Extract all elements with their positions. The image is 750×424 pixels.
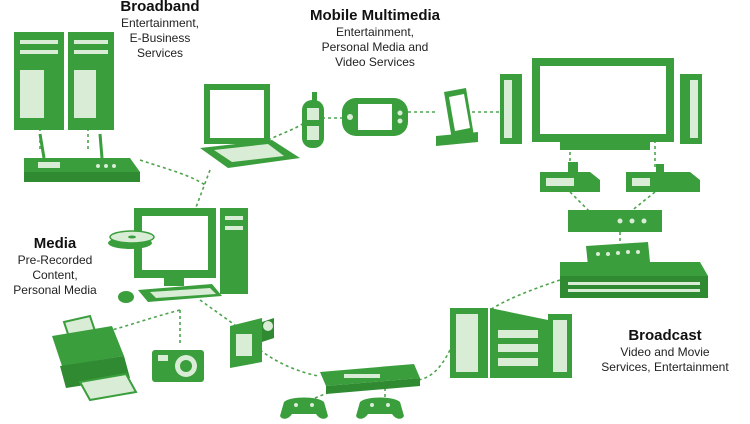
camcorder-icon	[230, 318, 274, 368]
broadband-subtitle: Entertainment, E-Business Services	[120, 16, 200, 60]
printer-icon	[52, 314, 138, 402]
cell-phone-icon	[302, 92, 324, 148]
link-avreceiver-speakers	[489, 279, 561, 311]
link-laptop-phone	[267, 121, 306, 141]
mobile-multimedia-title: Mobile Multimedia	[309, 7, 440, 24]
link-laptop-desktop	[194, 169, 211, 211]
optical-disc-icon	[108, 230, 155, 249]
dvr-icon	[626, 164, 700, 192]
broadcast-label: Broadcast Video and Movie Services, Ente…	[575, 328, 750, 375]
mobile-multimedia-label: Mobile Multimedia Entertainment, Persona…	[290, 8, 460, 70]
link-servers-router	[39, 128, 89, 150]
link-dvd-controllers	[309, 387, 386, 401]
link-settop-dvr	[569, 191, 656, 213]
flat-tv-icon	[500, 58, 702, 150]
media-receiver-icon	[568, 210, 662, 232]
dvd-player-icon	[320, 364, 420, 394]
handheld-console-icon	[342, 98, 408, 136]
laptop-icon	[200, 84, 300, 168]
av-receiver-icon	[560, 262, 708, 298]
mobile-multimedia-subtitle: Entertainment, Personal Media and Video …	[321, 25, 429, 69]
link-router-laptop	[139, 159, 206, 186]
media-title: Media	[33, 235, 77, 252]
pda-icon	[436, 88, 478, 146]
remote-control-icon	[586, 242, 650, 266]
broadband-title: Broadband	[120, 0, 200, 15]
link-desktop-printer	[111, 309, 181, 331]
media-label: Media Pre-Recorded Content, Personal Med…	[0, 236, 110, 298]
media-subtitle: Pre-Recorded Content, Personal Media	[13, 253, 97, 297]
speaker-icon	[450, 308, 572, 378]
broadcast-title: Broadcast	[628, 327, 702, 344]
desktop-computer-icon	[118, 208, 248, 303]
link-camcorder-dvd	[259, 349, 319, 377]
broadband-label: Broadband Entertainment, E-Business Serv…	[100, 0, 220, 61]
game-controller-icon	[280, 397, 404, 419]
link-speakers-dvd	[417, 349, 451, 381]
broadcast-subtitle: Video and Movie Services, Entertainment	[601, 345, 729, 374]
set-top-box-icon	[540, 162, 600, 192]
server-icon	[14, 32, 114, 130]
link-tv-settop	[569, 140, 656, 168]
router-icon	[24, 133, 140, 182]
link-desktop-camcorder	[199, 299, 236, 326]
digital-camera-icon	[152, 350, 204, 382]
